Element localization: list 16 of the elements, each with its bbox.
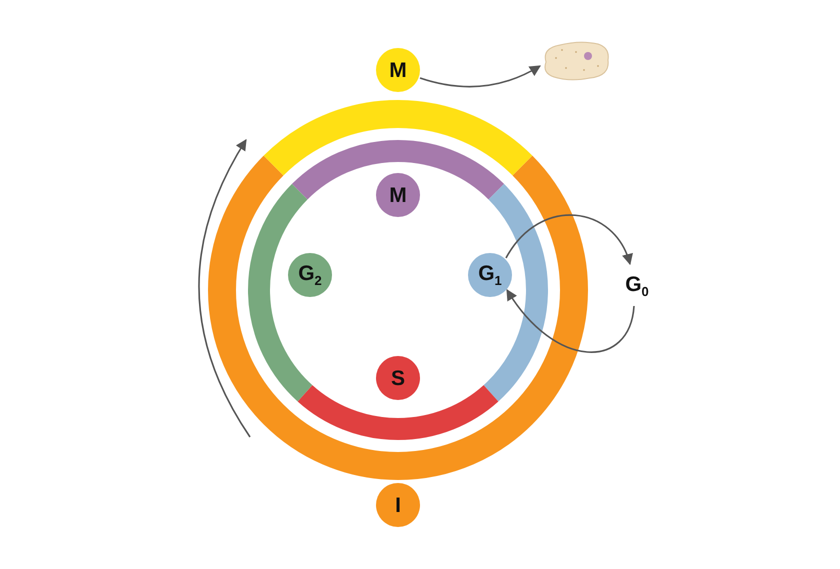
phase-label: S <box>390 368 405 388</box>
phase-circle <box>376 48 420 92</box>
arrow <box>505 214 632 266</box>
arrow <box>506 289 635 353</box>
phase-circle <box>288 253 332 297</box>
phase-label: M <box>389 60 407 80</box>
phase-label: M <box>389 184 407 206</box>
phase-circle <box>468 253 512 297</box>
phase-circle <box>376 356 420 400</box>
phase-label: G$_{2}$ <box>298 262 322 288</box>
phase-label: G$_{0}$ <box>625 274 649 298</box>
phase-circle <box>376 483 420 527</box>
phase-circle <box>376 173 420 217</box>
arrow <box>420 65 541 88</box>
phase-label: I <box>395 494 401 516</box>
phase-label: G$_{1}$ <box>478 262 502 288</box>
